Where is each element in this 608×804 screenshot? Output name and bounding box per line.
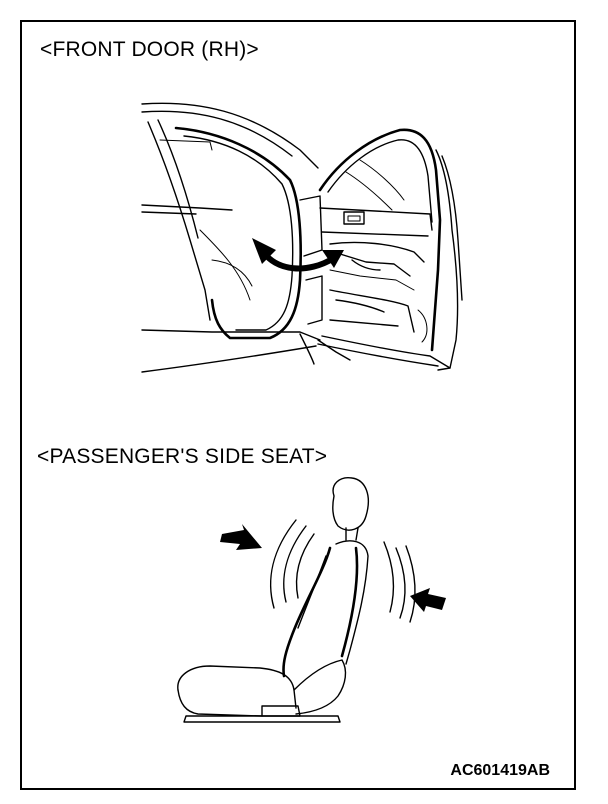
vibration-lines-right	[383, 541, 416, 623]
front-door-heading: <FRONT DOOR (RH)>	[40, 38, 259, 61]
push-arrow-left	[220, 524, 262, 550]
seat-illustration	[177, 477, 370, 723]
passenger-seat-heading: <PASSENGER'S SIDE SEAT>	[37, 445, 328, 468]
door-motion-arrow	[252, 238, 344, 272]
push-arrow-right	[410, 588, 446, 612]
open-door-illustration	[317, 128, 463, 371]
vibration-lines-left	[269, 519, 315, 609]
car-body-illustration	[141, 102, 351, 373]
figure-code: AC601419AB	[450, 762, 550, 779]
figure-frame	[20, 20, 576, 790]
